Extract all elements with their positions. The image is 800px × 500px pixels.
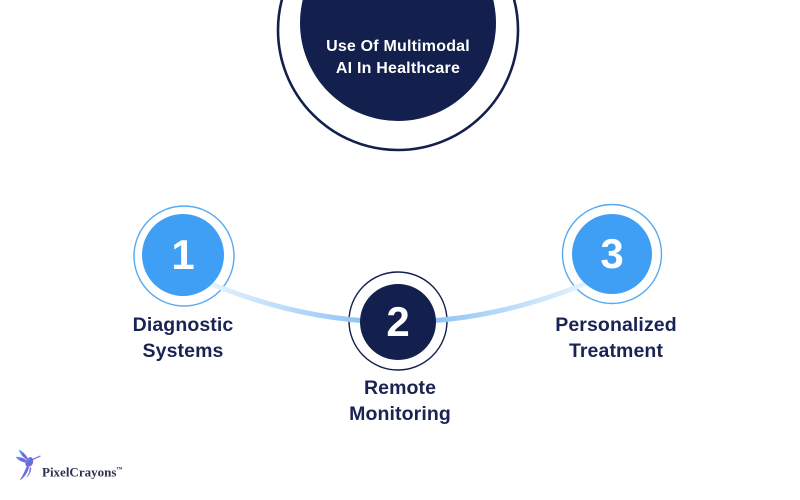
title-circle (300, 0, 496, 121)
step-2-label-line-1: Remote (363, 377, 437, 399)
step-3-label-line-2: Treatment (568, 340, 664, 362)
title-circle-ring (276, 0, 520, 152)
step-3-number: 3 (600, 230, 624, 277)
step-3-label-line-1: Personalized (555, 314, 677, 336)
step-2-circle (360, 284, 436, 360)
step-2-label: Remote Monitoring (290, 375, 510, 427)
step-3-label: Personalized Treatment (506, 312, 726, 364)
step-1-circle (142, 214, 224, 296)
step-1-number: 1 (171, 231, 195, 278)
step-3-circle (572, 214, 652, 294)
step-2-label-line-2: Monitoring (349, 403, 451, 425)
page-title: Use Of Multimodal AI In Healthcare (248, 36, 548, 80)
title-line-2: AI In Healthcare (335, 60, 461, 77)
title-line-1: Use Of Multimodal (326, 38, 470, 55)
brand-logo: PixelCrayons™ (15, 449, 122, 483)
step-2-number: 2 (386, 298, 410, 345)
brand-name-text: PixelCrayons (42, 464, 117, 479)
step-1-label: Diagnostic Systems (73, 312, 293, 364)
step-1-label-line-2: Systems (142, 340, 224, 362)
hummingbird-icon (15, 449, 41, 481)
brand-name: PixelCrayons™ (42, 463, 122, 479)
step-1-label-line-1: Diagnostic (132, 314, 234, 336)
trademark-symbol: ™ (116, 466, 123, 473)
